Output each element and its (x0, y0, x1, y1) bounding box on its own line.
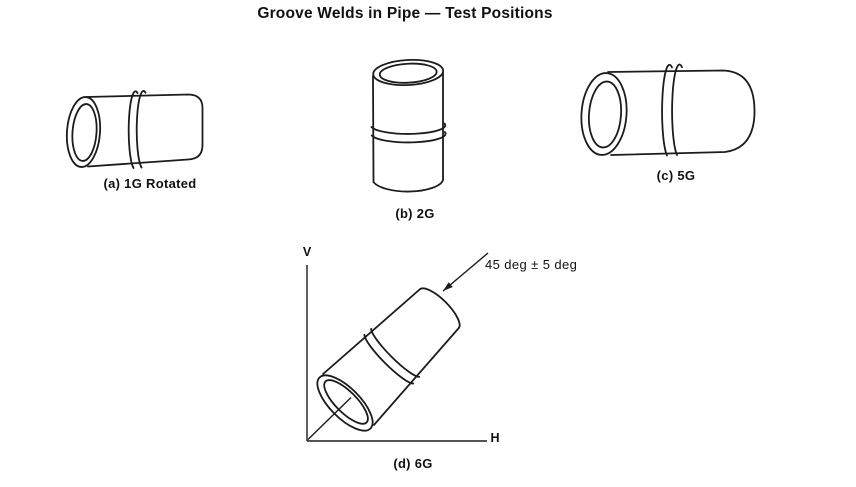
figure-b-caption: (b) 2G (395, 206, 435, 221)
pipe-a-weld-ring (127, 90, 147, 169)
figure-a-caption: (a) 1G Rotated (103, 176, 197, 191)
pipe-horizontal-drawing-c (580, 63, 756, 157)
pipe-b-open-end-inner (378, 62, 438, 84)
figure-5g (575, 63, 765, 159)
pipe-d-group (316, 287, 461, 432)
pipe-vertical-drawing-b (370, 58, 447, 193)
figure-2g (365, 56, 455, 198)
figure-6g: V H 45 deg ± 5 deg (d) 6G (290, 245, 610, 485)
angle-leader-arrowhead (443, 282, 453, 291)
pipe-horizontal-drawing-a (65, 90, 204, 169)
pipe-b-body (372, 72, 444, 193)
pipe-d-body (322, 287, 461, 426)
pipe-c-open-end-outer (580, 72, 628, 156)
v-axis-label: V (302, 245, 312, 259)
axes-and-inclined-pipe-drawing (306, 252, 489, 442)
figure-title: Groove Welds in Pipe — Test Positions (257, 5, 553, 22)
pipe-c-body (607, 69, 756, 156)
figure-1g-rotated (60, 88, 220, 172)
pipe-c-open-end-inner (587, 80, 623, 149)
pipe-a-body (85, 93, 204, 168)
pipe-a-open-end-outer (65, 96, 102, 168)
figure-d-caption: (d) 6G (393, 456, 433, 471)
pipe-b-open-end-outer (372, 58, 445, 87)
pipe-a-open-end-inner (71, 103, 98, 162)
pipe-b-weld-ring (370, 122, 447, 144)
pipe-d-weld-ring (363, 327, 421, 385)
pipe-c-weld-ring (661, 63, 683, 157)
figure-c-caption: (c) 5G (656, 168, 696, 183)
angle-annotation: 45 deg ± 5 deg (485, 257, 578, 272)
pipe-axis-centerline (307, 396, 352, 441)
h-axis-label: H (490, 431, 500, 445)
